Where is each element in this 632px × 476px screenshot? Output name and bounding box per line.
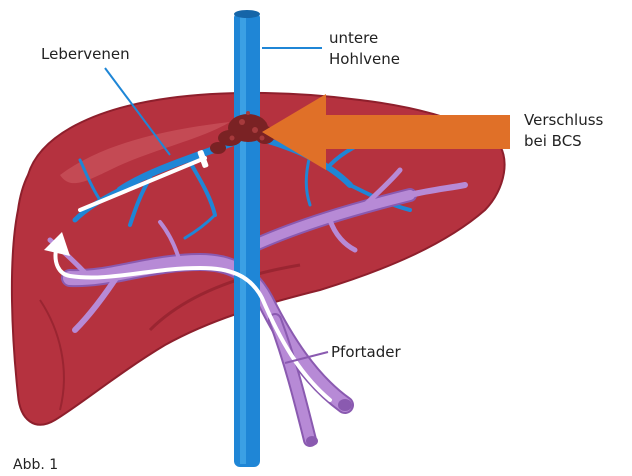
label-lebervenen: Lebervenen [41,44,130,65]
vena-cava-highlight [240,14,246,464]
label-pfortader: Pfortader [331,342,401,363]
portal-vein-end [306,436,318,446]
label-untere-hohlvene: untere Hohlvene [329,28,400,70]
label-pfortader-text: Pfortader [331,342,401,363]
label-verschluss-bcs: Verschluss bei BCS [524,110,603,152]
label-hohlvene-line1: untere [329,28,400,49]
label-hohlvene-line2: Hohlvene [329,49,400,70]
label-verschluss-line1: Verschluss [524,110,603,131]
figure-caption-text: Abb. 1 [13,455,58,476]
vena-cava-top [234,10,260,18]
figure-caption: Abb. 1 [13,455,58,476]
portal-vein-end [338,399,352,411]
inferior-vena-cava [234,12,260,467]
label-lebervenen-text: Lebervenen [41,44,130,65]
label-verschluss-line2: bei BCS [524,131,603,152]
